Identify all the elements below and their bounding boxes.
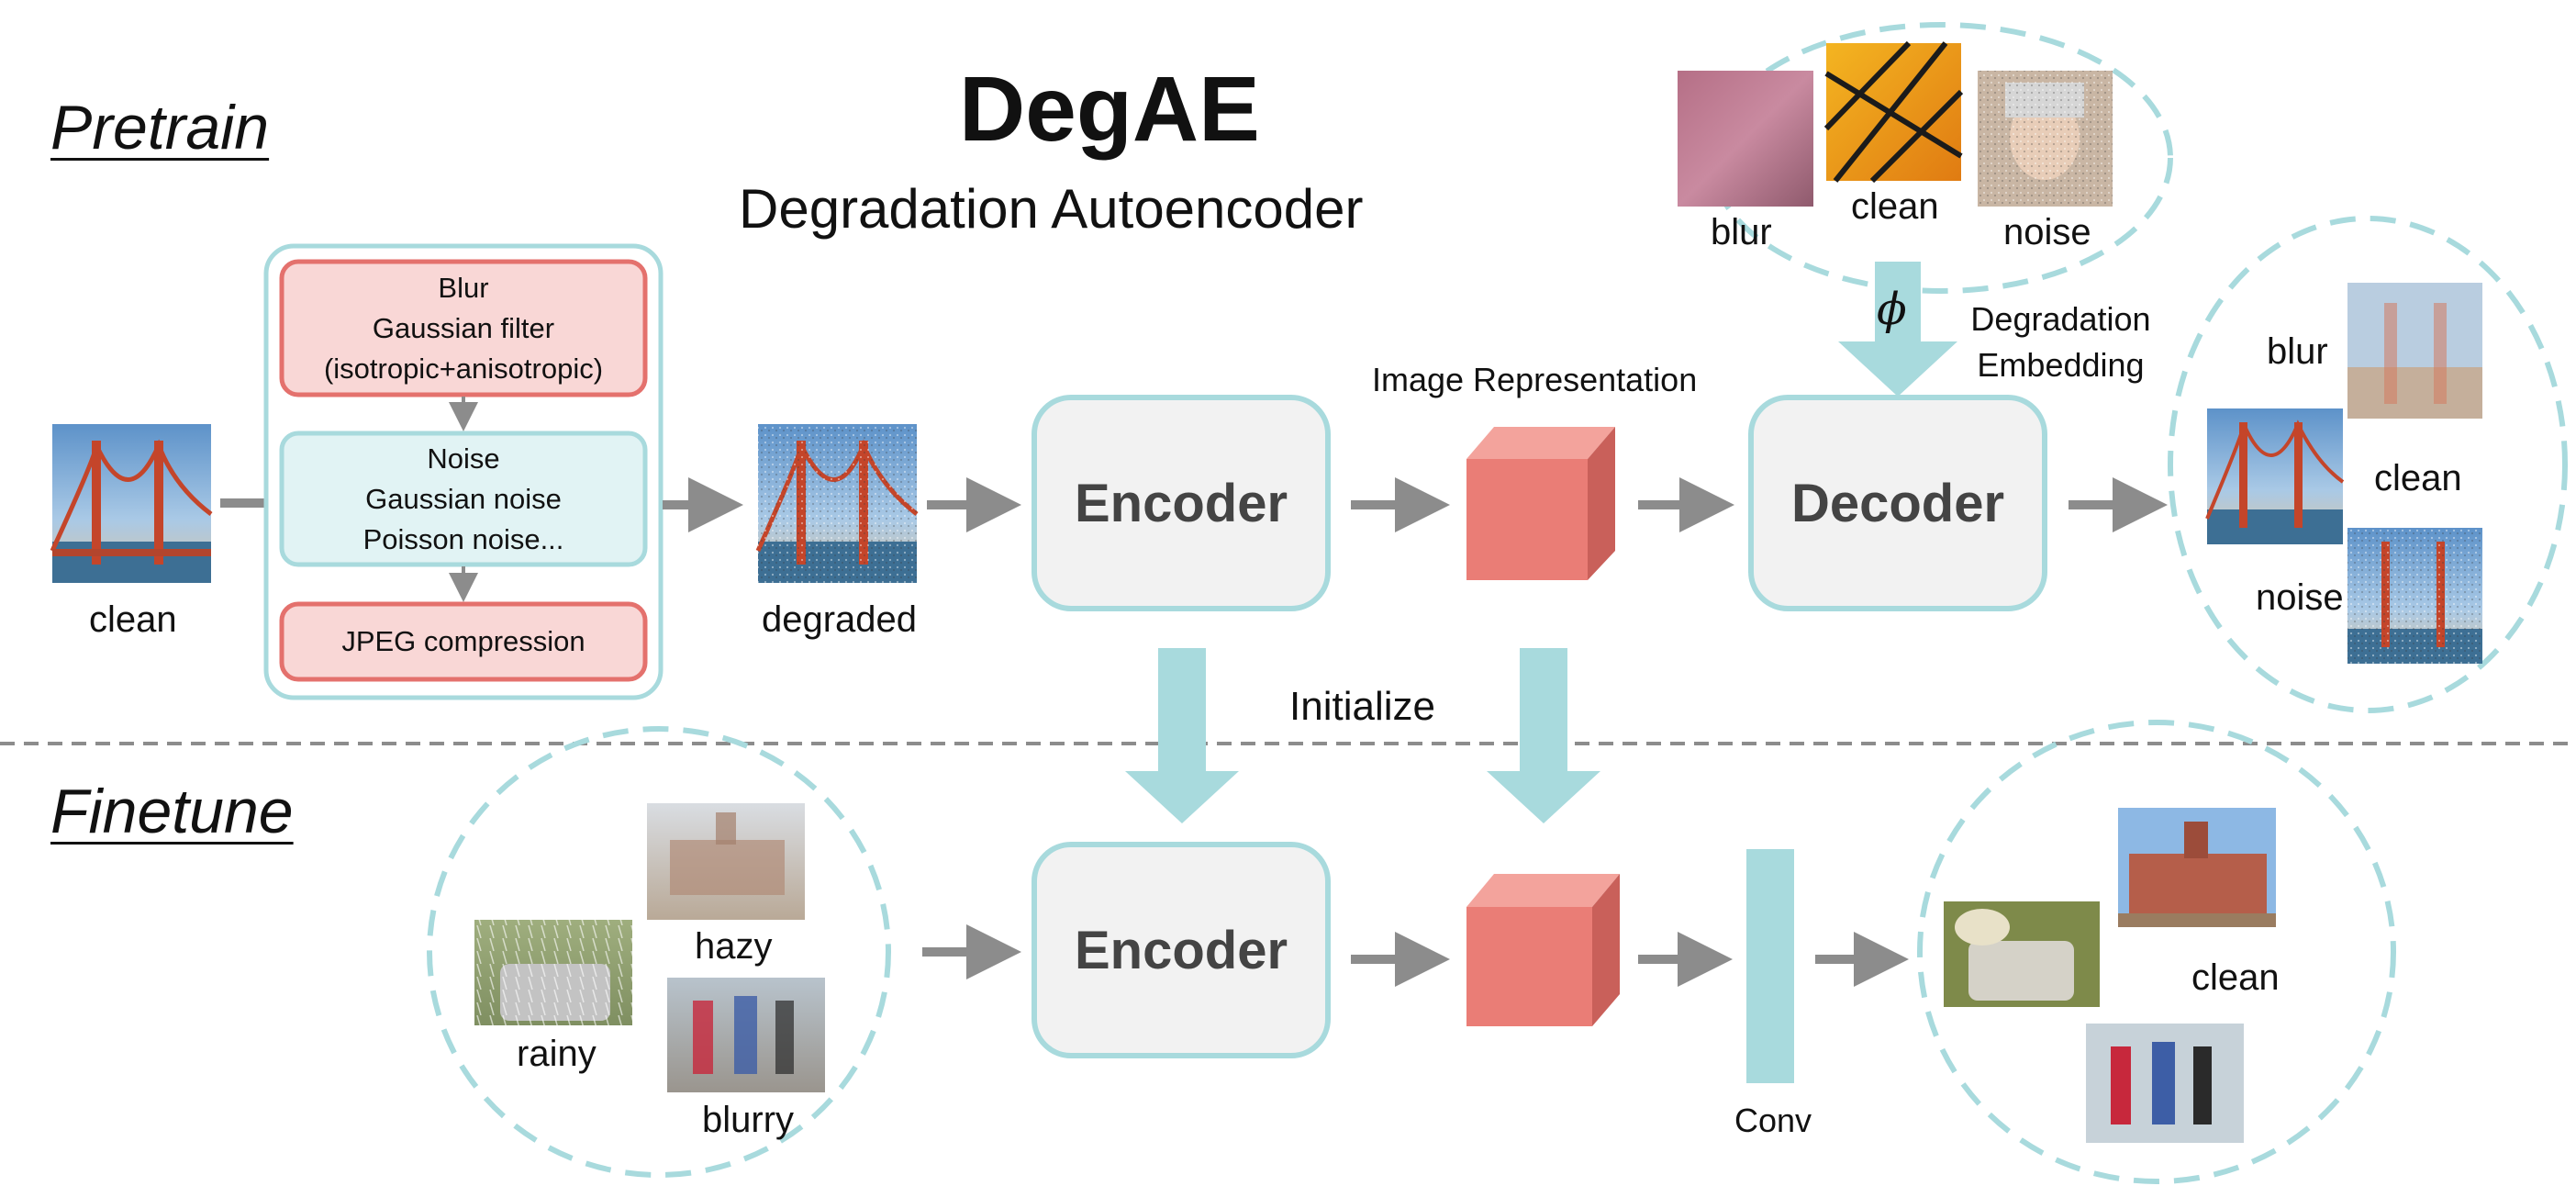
representation-cube-pretrain: [1466, 427, 1615, 580]
rainy-input-image: [474, 920, 632, 1025]
jpeg-box: [279, 601, 648, 682]
initialize-arrow-encoder: [1125, 648, 1239, 823]
noise-box-text: Noise Gaussian noise Poisson noise...: [282, 433, 645, 565]
embedding-phi-symbol: ϕ: [1877, 284, 1907, 335]
representation-cube-finetune: [1466, 874, 1620, 1026]
finetune-output-label-clean: clean: [2191, 957, 2280, 998]
blur-line-1: Blur: [438, 271, 489, 304]
noise-style-image: [1978, 71, 2113, 207]
finetune-input-label-blurry: blurry: [702, 1100, 795, 1140]
initialize-label: Initialize: [1289, 684, 1435, 729]
butterfly-style-image: [1823, 40, 1964, 184]
style-label-blur: blur: [1711, 212, 1772, 252]
degraded-label: degraded: [762, 599, 918, 640]
page-title: DegAE: [959, 58, 1260, 161]
hazy-input-image: [647, 803, 805, 920]
clean-output-street-image: [2086, 1024, 2244, 1143]
blur-line-2: Gaussian filter: [372, 311, 555, 344]
conv-layer: [1746, 849, 1794, 1083]
encoder-finetune-box: [1032, 842, 1331, 1058]
embedding-label-line-1: Degradation: [1970, 300, 2151, 338]
clean-input-image: [50, 424, 213, 583]
blur-line-3: (isotropic+anisotropic): [323, 352, 604, 385]
conv-label: Conv: [1734, 1102, 1812, 1139]
finetune-inputs-ellipse: [427, 726, 891, 1178]
style-label-clean: clean: [1851, 186, 1939, 227]
outputs-ellipse: [2168, 216, 2568, 713]
encoder-pretrain-label: Encoder: [1074, 473, 1288, 533]
blurry-input-image: [667, 978, 825, 1092]
page-subtitle: Degradation Autoencoder: [739, 178, 1364, 240]
noise-line-2: Gaussian noise: [365, 482, 562, 515]
embedding-label-line-2: Embedding: [1977, 346, 2145, 384]
noise-line-1: Noise: [427, 442, 500, 475]
blur-box-text: Blur Gaussian filter (isotropic+anisotro…: [282, 262, 645, 395]
initialize-arrow-cube: [1487, 648, 1600, 823]
finetune-input-label-rainy: rainy: [517, 1034, 597, 1074]
jpeg-box-text: JPEG compression: [341, 625, 585, 657]
encoder-finetune-label: Encoder: [1074, 920, 1288, 980]
output-label-clean: clean: [2374, 458, 2462, 498]
style-label-noise: noise: [2003, 212, 2091, 252]
output-noise-image: [2347, 528, 2482, 664]
noise-box: [279, 431, 648, 567]
encoder-pretrain-box: [1032, 395, 1331, 611]
clean-input-label: clean: [89, 599, 177, 640]
embedding-label: Degradation Embedding: [1957, 296, 2164, 388]
degraded-image: [755, 424, 919, 583]
noise-line-3: Poisson noise...: [362, 522, 564, 555]
output-label-noise: noise: [2256, 577, 2344, 618]
finetune-input-label-hazy: hazy: [695, 926, 773, 967]
image-representation-label: Image Representation: [1372, 361, 1698, 398]
blur-style-image: [1678, 71, 1813, 207]
clean-output-bears-image: [1944, 901, 2100, 1007]
clean-output-building-image: [2118, 808, 2276, 927]
section-label-finetune: Finetune: [50, 777, 294, 846]
embedding-arrow: [1838, 262, 1957, 397]
section-label-pretrain: Pretrain: [50, 93, 270, 162]
finetune-outputs-ellipse: [1917, 720, 2396, 1184]
blur-box: [279, 259, 648, 397]
output-clean-image: [2205, 408, 2345, 544]
decoder-box: [1748, 395, 2047, 611]
output-blur-image: [2347, 283, 2482, 419]
output-label-blur: blur: [2267, 331, 2328, 372]
decoder-label: Decoder: [1790, 473, 2005, 533]
